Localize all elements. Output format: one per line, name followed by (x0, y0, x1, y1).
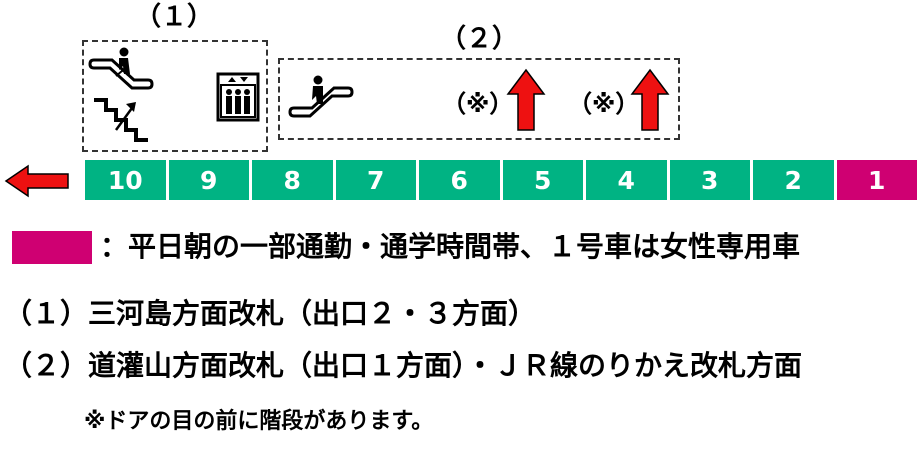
car-6: 6 (419, 160, 503, 200)
car-1: 1 (836, 160, 917, 200)
group-2-label: （２） (440, 24, 519, 54)
escalator-icon (88, 47, 154, 90)
escalator-icon (288, 75, 354, 118)
note-1: （１）三河島方面改札（出口２・３方面） (4, 297, 537, 330)
women-car-swatch (12, 231, 92, 264)
car-2: 2 (753, 160, 837, 200)
legend-text: ：平日朝の一部通勤・通学時間帯、１号車は女性専用車 (100, 230, 801, 263)
elevator-icon (216, 72, 260, 122)
note-2: （２）道灌山方面改札（出口１方面）・ＪＲ線のりかえ改札方面 (4, 349, 803, 382)
door-mark: （※） (442, 90, 514, 118)
car-4: 4 (586, 160, 670, 200)
car-7: 7 (335, 160, 419, 200)
group-2-box: （※） （※） (278, 58, 680, 140)
car-8: 8 (252, 160, 336, 200)
left-arrow-icon (4, 164, 69, 198)
stairs-up-icon (94, 98, 148, 142)
door-mark: （※） (568, 90, 640, 118)
car-9: 9 (168, 160, 252, 200)
car-5: 5 (502, 160, 586, 200)
car-3: 3 (669, 160, 753, 200)
car-10: 10 (85, 160, 169, 200)
footnote: ※ドアの目の前に階段があります。 (84, 409, 434, 434)
up-arrow-icon (630, 68, 670, 131)
up-arrow-icon (506, 68, 546, 131)
group-1-box (82, 40, 268, 152)
group-1-label: （１） (135, 2, 214, 32)
